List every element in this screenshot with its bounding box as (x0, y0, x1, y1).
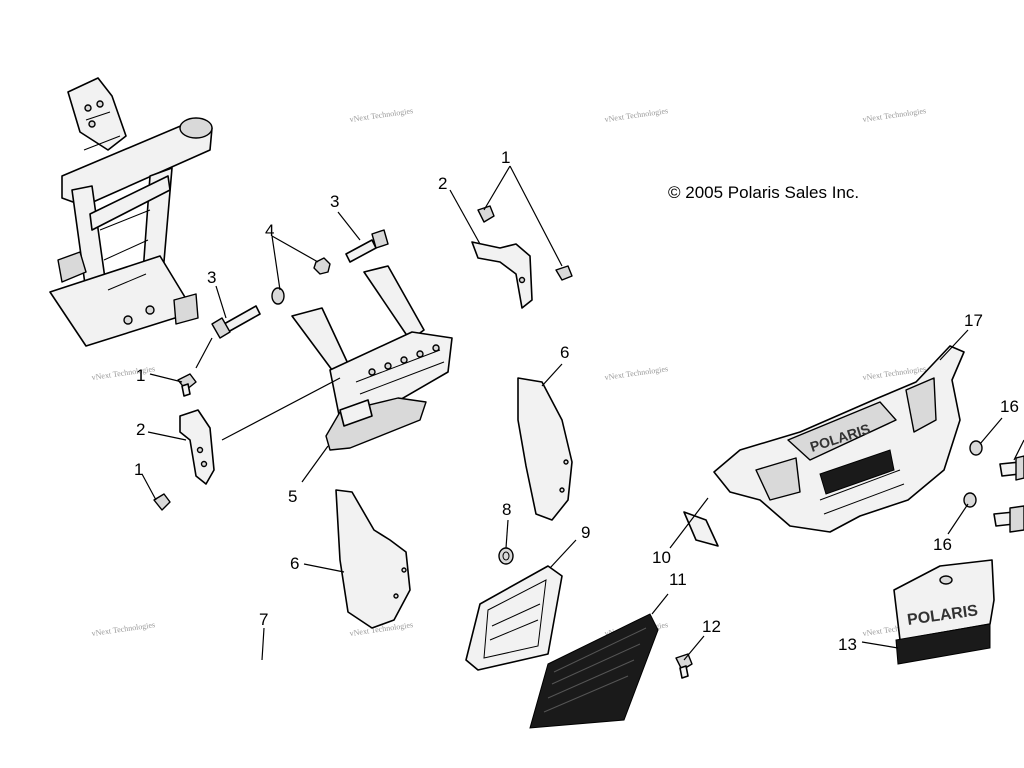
callout-10: 10 (652, 548, 671, 567)
washer-lower (963, 492, 977, 508)
callout-6-right: 6 (560, 343, 569, 362)
callout-2-left: 2 (136, 420, 145, 439)
callout-12: 12 (702, 617, 721, 636)
callout-1-top: 1 (501, 148, 510, 167)
panel-right (517, 377, 573, 521)
washer-upper (969, 440, 983, 456)
watermark: vNext Technologies (91, 620, 156, 638)
callout-16-upper: 16 (1000, 397, 1019, 416)
front-bumper: POLARIS (713, 345, 965, 533)
callout-17: 17 (964, 311, 983, 330)
callout-1-bottom: 1 (134, 460, 143, 479)
callout-1-left: 1 (136, 366, 145, 385)
watermark: vNext Technologies (604, 364, 669, 382)
callout-3-top: 3 (330, 192, 339, 211)
bolt-lower (993, 505, 1024, 533)
decal (683, 511, 719, 547)
copyright-text: © 2005 Polaris Sales Inc. (668, 183, 859, 202)
screw-left (177, 373, 197, 397)
nameplate: POLARIS (893, 559, 995, 665)
bolt-upper (999, 455, 1024, 481)
callout-11: 11 (669, 570, 687, 589)
leader-lines (141, 165, 1024, 661)
callout-5: 5 (288, 487, 297, 506)
nut-and-washer (271, 257, 331, 305)
watermark: vNext Technologies (91, 364, 156, 382)
watermark: vNext Technologies (862, 364, 927, 382)
grille-frame (465, 565, 563, 671)
callout-6-left: 6 (290, 554, 299, 573)
callout-13: 13 (838, 635, 857, 654)
callout-3-left: 3 (207, 268, 216, 287)
watermark: vNext Technologies (349, 106, 414, 124)
panel-left (335, 489, 411, 629)
bracket-right (471, 241, 533, 309)
bracket-left (179, 409, 215, 485)
callout-7: 7 (259, 610, 268, 629)
watermark: vNext Technologies (604, 106, 669, 124)
callout-8: 8 (502, 500, 511, 519)
grommet (498, 547, 514, 565)
callout-9: 9 (581, 523, 590, 542)
callout-16-lower: 16 (933, 535, 952, 554)
bumper-bracket (291, 265, 453, 451)
callout-4: 4 (265, 221, 274, 240)
screw-12 (675, 653, 693, 679)
watermark: vNext Technologies (862, 106, 927, 124)
vehicle-frame (49, 77, 213, 347)
callout-2-top: 2 (438, 174, 447, 193)
bolt-top (345, 229, 389, 263)
screw-bottom (153, 493, 171, 511)
callout-labels: 1 2 3 4 3 1 2 1 5 6 6 7 8 9 10 11 12 13 … (134, 148, 1019, 654)
bolt-left (211, 305, 261, 339)
mesh-grille (529, 613, 659, 729)
